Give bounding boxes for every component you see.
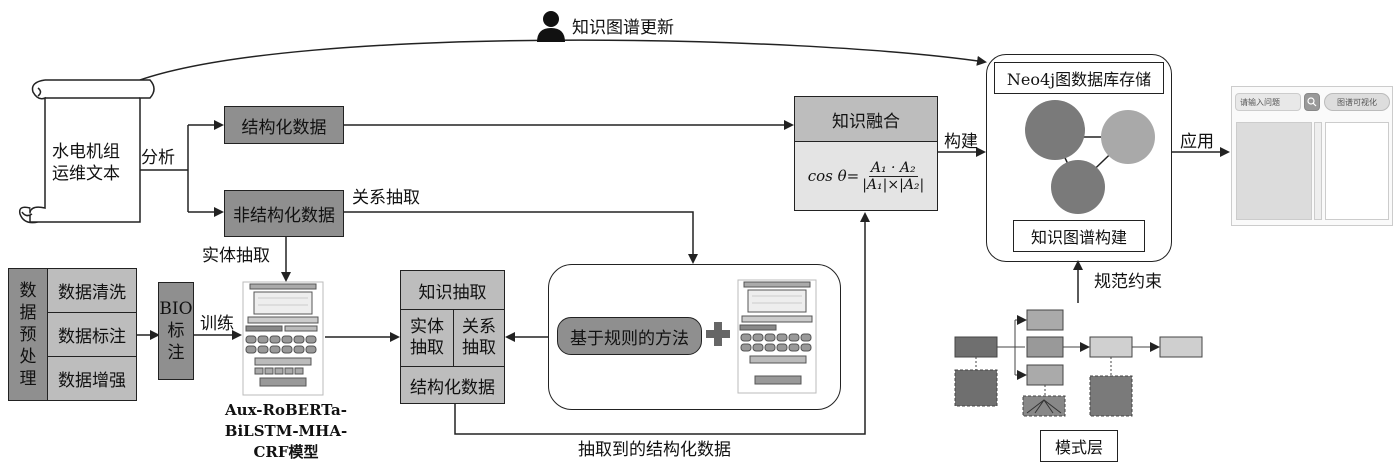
formula-fraction: A₁ · A₂ |A₁|×|A₂| xyxy=(862,160,924,193)
schema-diagram xyxy=(954,309,1203,417)
norm-constraint-label: 规范约束 xyxy=(1094,272,1162,292)
ke-structured: 结构化数据 xyxy=(410,377,495,398)
neo4j-graph-visual xyxy=(1025,100,1155,214)
ke-title: 知识抽取 xyxy=(418,282,487,303)
structured-data-box: 结构化数据 xyxy=(224,106,344,144)
kg-update-arrow xyxy=(139,39,987,81)
schema-layer-label: 模式层 xyxy=(1054,438,1103,457)
data-labeling-label: 数据标注 xyxy=(58,327,126,347)
bio-line1: BIO xyxy=(159,299,193,319)
data-cleaning-box: 数据清洗 xyxy=(47,268,137,313)
train-label: 训练 xyxy=(200,314,234,334)
neo4j-title: Neo4j图数据库存储 xyxy=(1006,70,1152,89)
preprocess-title: 数 据 预 处 理 xyxy=(8,270,48,400)
data-augment-box: 数据增强 xyxy=(47,356,137,401)
model-caption-line3: CRF模型 xyxy=(253,443,319,461)
fusion-title-box: 知识融合 xyxy=(794,96,938,142)
answer-panel xyxy=(1236,122,1312,220)
formula-prefix: cos θ= xyxy=(807,167,860,185)
formula-denominator: |A₁|×|A₂| xyxy=(862,176,925,193)
build-label: 构建 xyxy=(944,132,978,152)
relation-extract-label: 关系抽取 xyxy=(352,188,420,208)
ke-entity-l1: 实体 xyxy=(410,317,444,337)
unstructured-data-label: 非结构化数据 xyxy=(233,206,335,226)
structured-data-label: 结构化数据 xyxy=(241,117,327,138)
bio-box: BIO 标 注 xyxy=(158,282,194,380)
preprocess-title-char: 处 xyxy=(19,347,37,367)
formula-numerator: A₁ · A₂ xyxy=(868,159,918,177)
ke-structured-box: 结构化数据 xyxy=(400,366,505,404)
schema-layer-box: 模式层 xyxy=(1040,430,1118,462)
arrow-relation-rule xyxy=(344,211,698,264)
data-cleaning-label: 数据清洗 xyxy=(58,283,126,303)
preprocess-title-char: 预 xyxy=(19,325,37,345)
fusion-title: 知识融合 xyxy=(832,111,900,132)
extracted-structured-label: 抽取到的结构化数据 xyxy=(578,440,731,460)
visualize-button[interactable]: 图谱可视化 xyxy=(1324,93,1390,111)
ke-relation-l1: 关系 xyxy=(462,317,496,337)
preprocess-title-char: 据 xyxy=(19,303,37,323)
kg-build-label: 知识图谱构建 xyxy=(1030,228,1127,247)
fusion-formula-box: cos θ= A₁ · A₂ |A₁|×|A₂| xyxy=(794,141,938,211)
kg-build-box: 知识图谱构建 xyxy=(1013,220,1145,252)
rule-method-container xyxy=(548,264,841,410)
search-button[interactable] xyxy=(1304,93,1320,111)
apply-label: 应用 xyxy=(1180,132,1214,152)
ke-title-box: 知识抽取 xyxy=(400,270,505,310)
rule-method-pill: 基于规则的方法 xyxy=(557,317,702,355)
unstructured-data-box: 非结构化数据 xyxy=(224,190,344,237)
source-text-line2: 运维文本 xyxy=(52,164,120,184)
entity-extract-label: 实体抽取 xyxy=(202,246,270,266)
rule-method-label: 基于规则的方法 xyxy=(570,328,689,349)
ke-relation-box: 关系 抽取 xyxy=(453,309,505,367)
ke-entity-l2: 抽取 xyxy=(410,338,444,358)
plus-icon xyxy=(706,322,730,346)
arrow-extracted-fusion xyxy=(454,212,870,435)
person-icon xyxy=(537,11,565,42)
answer-scrollbar[interactable] xyxy=(1314,122,1322,220)
model-caption-line2: BiLSTM-MHA- xyxy=(224,422,348,440)
preprocess-title-char: 数 xyxy=(19,281,37,301)
ke-entity-box: 实体 抽取 xyxy=(400,309,454,367)
bio-line3: 注 xyxy=(167,343,185,363)
search-icon xyxy=(1307,97,1317,107)
neo4j-title-box: Neo4j图数据库存储 xyxy=(994,62,1164,94)
model-architecture-icon xyxy=(242,281,324,396)
kg-update-label: 知识图谱更新 xyxy=(572,18,674,38)
model-caption: Aux-RoBERTa- BiLSTM-MHA- CRF模型 xyxy=(213,400,359,463)
neo4j-container xyxy=(986,54,1172,262)
data-augment-label: 数据增强 xyxy=(58,371,126,391)
source-text-line1: 水电机组 xyxy=(52,142,120,162)
graph-panel xyxy=(1325,122,1389,220)
scroll-icon xyxy=(18,79,155,224)
ke-relation-l2: 抽取 xyxy=(462,338,496,358)
model-caption-line1: Aux-RoBERTa- xyxy=(225,401,347,419)
search-input[interactable]: 请输入问题 xyxy=(1235,93,1301,111)
rule-model-icon xyxy=(737,279,817,394)
bio-line2: 标 xyxy=(167,321,185,341)
analysis-label: 分析 xyxy=(141,148,175,168)
data-labeling-box: 数据标注 xyxy=(47,312,137,357)
preprocess-title-char: 理 xyxy=(19,369,37,389)
